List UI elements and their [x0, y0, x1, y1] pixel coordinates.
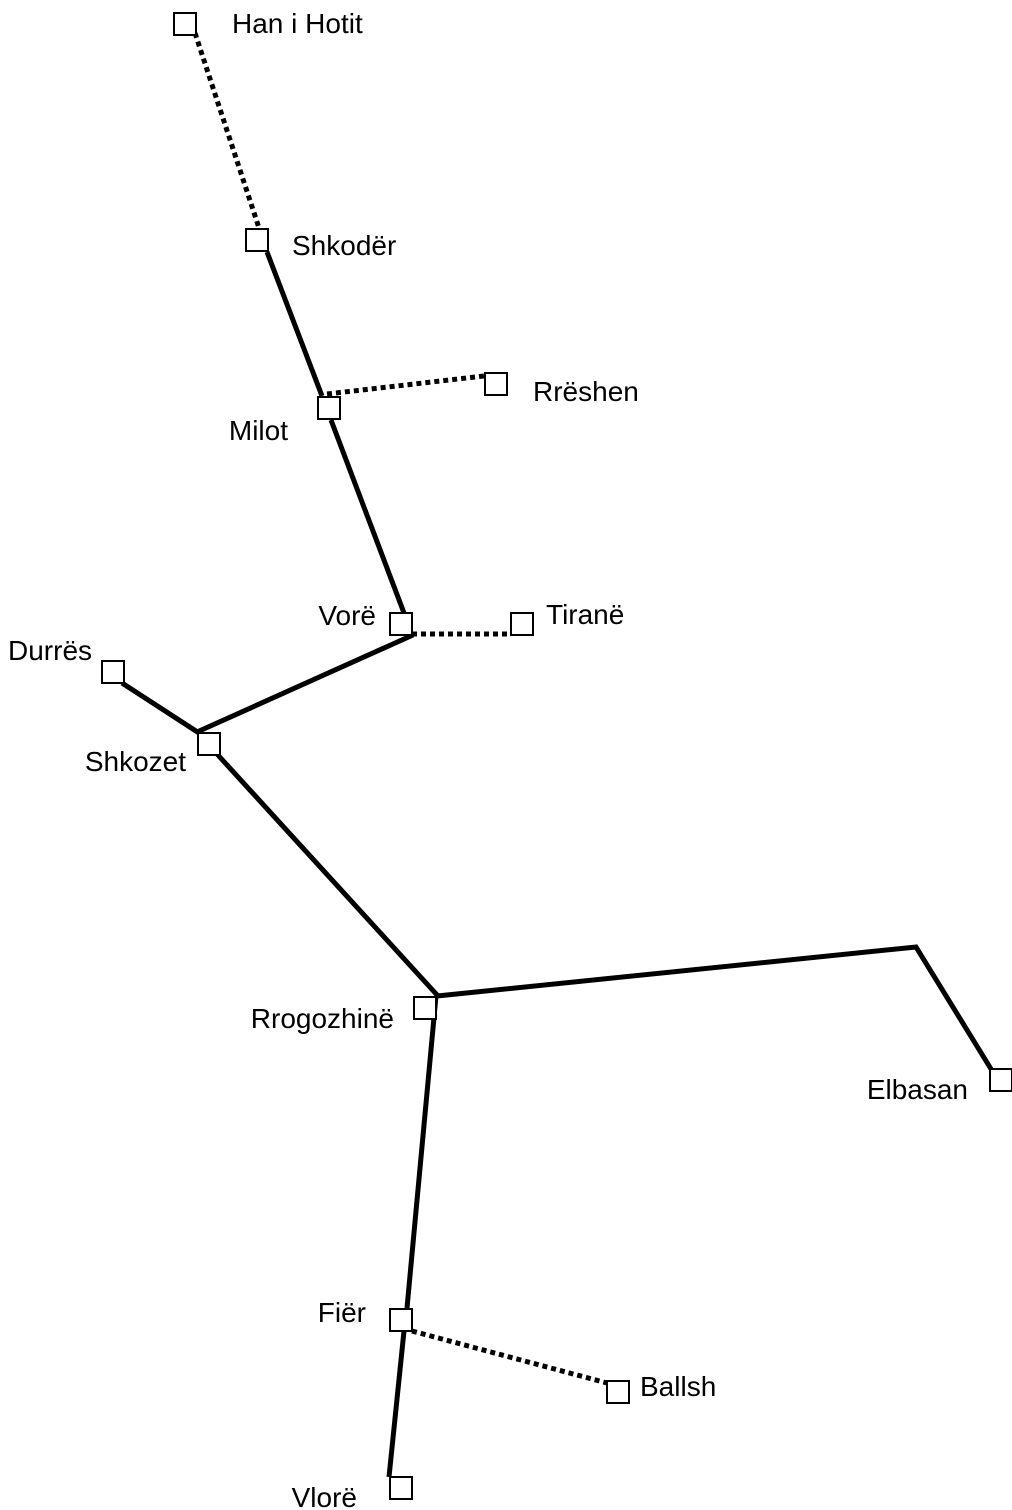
station-label-shkoder: Shkodër: [292, 230, 396, 261]
station-marker-milot: [317, 396, 341, 420]
station-marker-durres: [101, 660, 125, 684]
station-label-ballsh: Ballsh: [640, 1371, 716, 1402]
rail-line-milot-rreshen: [326, 373, 485, 397]
station-marker-vore: [389, 612, 413, 636]
stations: [101, 12, 1012, 1500]
rail-line-rrogozhine-elbasan: [436, 944, 994, 1071]
rail-line-milot-vore: [328, 419, 407, 614]
station-label-fier: Fiër: [318, 1297, 366, 1328]
rail-line-durres-shkozet: [120, 680, 201, 736]
station-marker-tirane: [510, 612, 534, 636]
station-marker-rrogozhine: [413, 996, 437, 1020]
rail-lines: [120, 32, 994, 1478]
rail-line-fier-ballsh: [411, 1328, 608, 1386]
station-label-vlore: Vlorë: [292, 1482, 357, 1510]
station-label-durres: Durrës: [8, 635, 92, 666]
station-label-vore: Vorë: [318, 600, 376, 631]
rail-line-rrogozhine-fier: [404, 995, 439, 1309]
station-marker-elbasan: [989, 1068, 1012, 1092]
station-label-tirane: Tiranë: [546, 599, 624, 630]
station-marker-shkoder: [245, 228, 269, 252]
station-label-rrogozhine: Rrogozhinë: [251, 1003, 394, 1034]
rail-line-vore-shkozet: [195, 632, 415, 735]
station-marker-rreshen: [484, 372, 508, 396]
station-label-milot: Milot: [229, 415, 288, 446]
station-label-shkozet: Shkozet: [85, 746, 186, 777]
station-marker-han-i-hotit: [173, 12, 197, 36]
rail-line-shkozet-rrogozhine: [215, 752, 440, 998]
station-marker-fier: [389, 1308, 413, 1332]
station-marker-vlore: [389, 1476, 413, 1500]
station-marker-shkozet: [197, 732, 221, 756]
station-label-han-i-hotit: Han i Hotit: [232, 8, 363, 39]
station-label-elbasan: Elbasan: [867, 1074, 968, 1105]
rail-line-fier-vlore: [386, 1330, 407, 1478]
rail-line-shkoder-milot: [264, 251, 325, 397]
station-label-rreshen: Rrëshen: [533, 376, 639, 407]
rail-line-han-i-hotit-shkoder: [192, 32, 262, 229]
station-marker-ballsh: [606, 1380, 630, 1404]
